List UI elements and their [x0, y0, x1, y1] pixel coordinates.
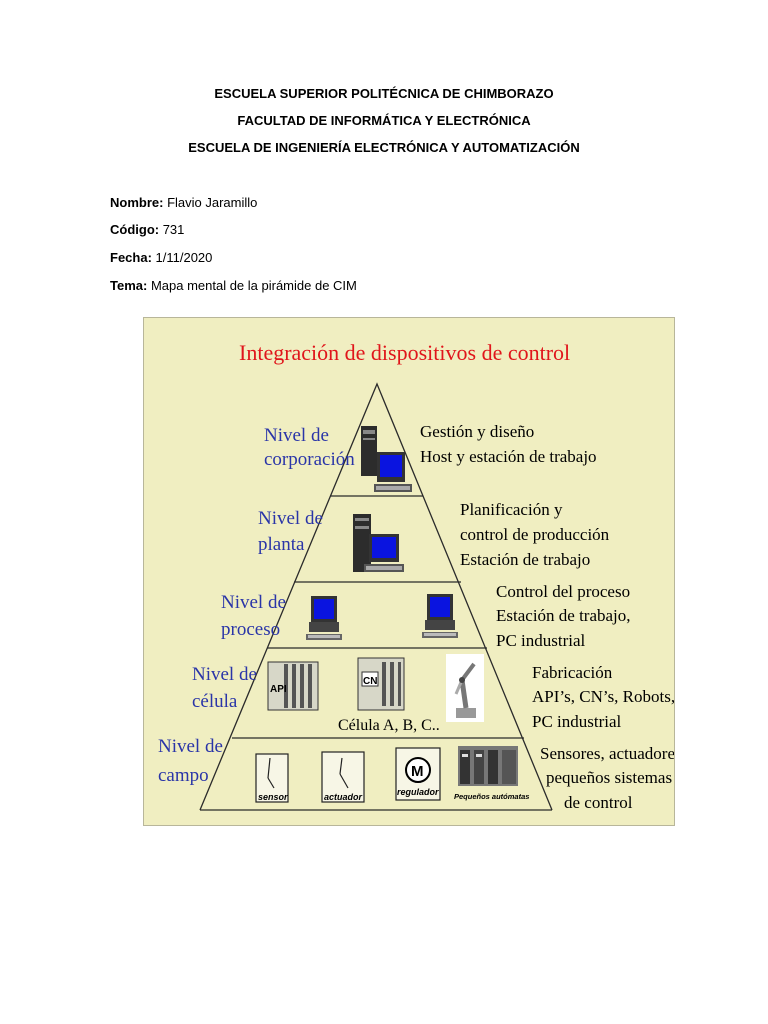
- level-2-desc-2: control de producción: [460, 525, 610, 544]
- level-2-name-line2: planta: [258, 534, 305, 555]
- actuator-icon: actuador: [321, 751, 365, 803]
- level-2-name-line1: Nivel de: [258, 508, 323, 529]
- level-1-name-line1: Nivel de: [264, 425, 329, 446]
- api-icon: API: [267, 661, 319, 711]
- level-3-desc-2: Estación de trabajo,: [496, 606, 631, 625]
- level-4-name-line1: Nivel de: [192, 664, 257, 685]
- sensor-label: sensor: [258, 792, 288, 802]
- process-workstation-right-icon: [422, 594, 458, 638]
- pyramid-outline: [199, 382, 553, 811]
- actuator-label: actuador: [324, 792, 363, 802]
- level-1-desc-2: Host y estación de trabajo: [420, 447, 597, 466]
- cn-label: CN: [363, 676, 377, 687]
- robot-icon: [446, 654, 484, 722]
- regulator-symbol: M: [411, 763, 424, 780]
- level-5-name-line1: Nivel de: [158, 736, 223, 757]
- small-plc-icon: Pequeños autómatas: [454, 746, 529, 801]
- tema-label: Tema:: [110, 278, 148, 293]
- level-4-desc-2: API’s, CN’s, Robots,: [532, 687, 674, 706]
- nombre-label: Nombre:: [110, 195, 164, 210]
- info-codigo: Código: 731: [110, 222, 184, 237]
- faculty-title: FACULTAD DE INFORMÁTICA Y ELECTRÓNICA: [237, 113, 531, 128]
- level-4-name-line2: célula: [192, 691, 238, 712]
- level-1-name-line2: corporación: [264, 449, 355, 470]
- small-plc-label: Pequeños autómatas: [454, 792, 529, 801]
- level-4-desc-3: PC industrial: [532, 712, 622, 731]
- api-label: API: [270, 684, 287, 695]
- info-nombre: Nombre: Flavio Jaramillo: [110, 195, 257, 210]
- codigo-label: Código:: [110, 222, 160, 237]
- department-title: ESCUELA DE INGENIERÍA ELECTRÓNICA Y AUTO…: [188, 140, 580, 155]
- level-5-name-line2: campo: [158, 765, 209, 786]
- figure-title: Integración de dispositivos de control: [239, 340, 570, 365]
- cim-pyramid-figure: Integración de dispositivos de control N…: [143, 317, 675, 826]
- level-3-name-line1: Nivel de: [221, 592, 286, 613]
- level-1-desc-1: Gestión y diseño: [420, 422, 534, 441]
- codigo-value: 731: [159, 222, 185, 237]
- level-3-desc-3: PC industrial: [496, 631, 586, 650]
- fecha-label: Fecha:: [110, 250, 152, 265]
- cn-icon: CN: [357, 657, 405, 711]
- level-3-name-line2: proceso: [221, 619, 280, 640]
- sensor-icon: sensor: [255, 753, 289, 803]
- cell-caption: Célula A, B, C..: [338, 717, 440, 734]
- process-workstation-left-icon: [306, 596, 342, 640]
- workstation-icon: [353, 514, 404, 572]
- level-4-desc-1: Fabricación: [532, 663, 613, 682]
- nombre-value: Flavio Jaramillo: [163, 195, 258, 210]
- info-fecha: Fecha: 1/11/2020: [110, 250, 212, 265]
- fecha-value: 1/11/2020: [151, 250, 213, 265]
- regulator-icon: M regulador: [395, 747, 441, 801]
- tema-value: Mapa mental de la pirámide de CIM: [147, 278, 357, 293]
- pyramid: [199, 382, 553, 811]
- level-3-desc-1: Control del proceso: [496, 582, 630, 601]
- host-computer-icon: [361, 426, 412, 492]
- level-5-desc-1: Sensores, actuadores,: [540, 744, 674, 763]
- level-5-desc-3: de control: [564, 793, 633, 812]
- level-2-desc-1: Planificación y: [460, 500, 563, 519]
- school-title: ESCUELA SUPERIOR POLITÉCNICA DE CHIMBORA…: [214, 86, 554, 101]
- level-2-desc-3: Estación de trabajo: [460, 550, 590, 569]
- info-tema: Tema: Mapa mental de la pirámide de CIM: [110, 278, 357, 293]
- regulator-label: regulador: [397, 787, 439, 797]
- level-5-desc-2: pequeños sistemas: [546, 768, 672, 787]
